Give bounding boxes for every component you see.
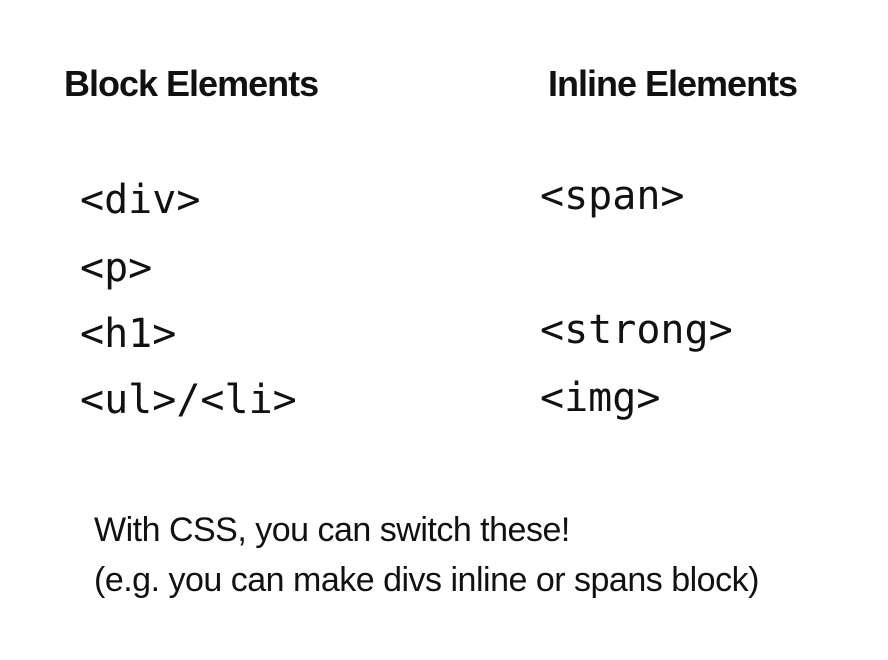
inline-elements-heading: Inline Elements — [548, 63, 798, 104]
note-line-2: (e.g. you can make divs inline or spans … — [94, 561, 759, 599]
block-element-p: <p> — [80, 245, 153, 291]
block-element-div: <div> — [80, 177, 201, 223]
block-elements-heading: Block Elements — [64, 63, 319, 104]
inline-element-strong: <strong> — [540, 307, 733, 353]
inline-element-img: <img> — [540, 375, 661, 421]
block-element-h1: <h1> — [80, 311, 177, 357]
block-element-ul-li: <ul>/<li> — [80, 377, 297, 423]
note-line-1: With CSS, you can switch these! — [94, 511, 570, 549]
inline-element-span: <span> — [540, 173, 685, 219]
